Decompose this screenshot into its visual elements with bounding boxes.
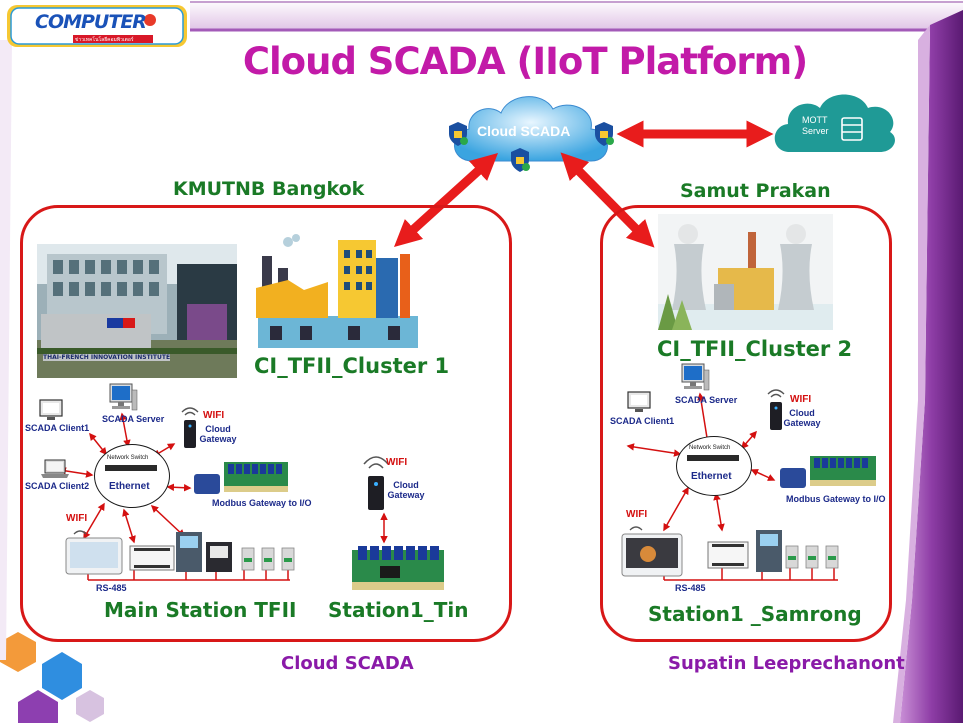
cloud-gateway-label: Cloud Gateway [780, 408, 824, 428]
powerplant-cluster2 [658, 214, 833, 330]
ethernet-label: Ethernet [109, 481, 150, 492]
modbus-label: Modbus Gateway to I/O [212, 498, 312, 508]
logo: COMPUTER ข่าวเทคโนโลยีคอมพิวเตอร์ [5, 2, 190, 50]
logo-text: COMPUTER [35, 11, 147, 33]
tin-gateway-icon [363, 456, 389, 510]
region-right [600, 205, 892, 642]
region-left [20, 205, 512, 642]
mqtt-label: MOTT Server [802, 115, 829, 137]
scada-client1-icon [39, 399, 63, 420]
switch-device [687, 455, 739, 461]
cloud-gateway-line1: Cloud [789, 408, 815, 418]
network-switch-right: Network Switch Ethernet [676, 436, 752, 496]
scada-server-icon [109, 383, 138, 411]
lock-icon [511, 148, 530, 172]
building-sign: THAI-FRENCH INNOVATION INSTITUTE [43, 354, 171, 361]
tin-gateway-line1: Cloud [393, 480, 419, 490]
cloud-gateway-label: Cloud Gateway [196, 424, 240, 444]
cloud-gateway-icon [767, 389, 785, 430]
cloud-gateway-icon [181, 407, 199, 448]
station-label-main: Main Station TFII [104, 598, 297, 622]
mqtt-cloud-shape [774, 94, 895, 152]
switch-device [105, 465, 157, 471]
scada-server-icon [681, 363, 710, 391]
tin-io-board [352, 546, 444, 590]
ethernet-label: Ethernet [691, 471, 732, 482]
switch-label: Network Switch [107, 455, 149, 461]
samrong-station-devices [621, 526, 839, 577]
footer-right: Supatin Leeprechanont [668, 653, 905, 674]
building-photo: THAI-FRENCH INNOVATION INSTITUTE [37, 244, 237, 378]
wifi-label: WIFI [203, 410, 225, 421]
logo-tagline: ข่าวเทคโนโลยีคอมพิวเตอร์ [75, 37, 134, 43]
main-station-devices [65, 530, 295, 575]
wifi-label: WIFI [790, 394, 812, 405]
tin-gateway-line2: Gateway [387, 490, 425, 500]
mqtt-label-line2: Server [802, 126, 829, 136]
network-switch-left: Network Switch Ethernet [94, 444, 170, 508]
modbus-gateway-io [194, 462, 288, 494]
cluster-label-right: CI_TFII_Cluster 2 [657, 337, 853, 361]
scada-client2-icon [41, 459, 69, 478]
tin-wifi-label: WIFI [386, 457, 408, 468]
site-label-right: Samut Prakan [680, 180, 831, 202]
powerplant-icon [658, 214, 833, 330]
arrow-cloud-left [393, 152, 499, 248]
lock-icon [595, 122, 614, 146]
cloud-gateway-line2: Gateway [783, 418, 821, 428]
rs485-left: RS-485 [96, 583, 127, 593]
modbus-label: Modbus Gateway to I/O [786, 494, 886, 504]
cluster-label-left: CI_TFII_Cluster 1 [254, 354, 450, 378]
scada-server-label: SCADA Server [102, 414, 165, 424]
mqtt-label-line1: MOTT [802, 115, 828, 125]
logo-graphic [7, 5, 187, 47]
lock-icon [449, 122, 468, 146]
factory-icon [256, 234, 418, 348]
cloud-gateway-line1: Cloud [205, 424, 231, 434]
rs485-right: RS-485 [675, 583, 706, 593]
tin-gateway-label: Cloud Gateway [382, 480, 430, 500]
site-label-left: KMUTNB Bangkok [173, 178, 365, 200]
modbus-gateway-io [780, 456, 876, 488]
mqtt-server: MOTT Server [768, 86, 898, 158]
building-photo-image [37, 244, 237, 378]
slide-title: Cloud SCADA (IIoT Platform) [242, 40, 808, 83]
station-label-tin: Station1_Tin [328, 598, 469, 622]
scada-client1-icon [627, 391, 651, 412]
cloud-scada: Cloud SCADA [443, 85, 621, 177]
scada-client1-label: SCADA Client1 [25, 423, 90, 433]
footer-left: Cloud SCADA [281, 653, 414, 674]
switch-label: Network Switch [689, 445, 731, 451]
scada-client1-label: SCADA Client1 [610, 416, 675, 426]
samrong-wifi-label: WIFI [626, 509, 648, 520]
cloud-gateway-line2: Gateway [199, 434, 237, 444]
factory-cluster1 [248, 228, 428, 348]
cloud-label: Cloud SCADA [477, 123, 571, 139]
scada-server-label: SCADA Server [675, 395, 738, 405]
station-label-samrong: Station1 _Samrong [648, 602, 862, 626]
main-wifi-label: WIFI [66, 513, 88, 524]
scada-client2-label: SCADA Client2 [25, 481, 90, 491]
